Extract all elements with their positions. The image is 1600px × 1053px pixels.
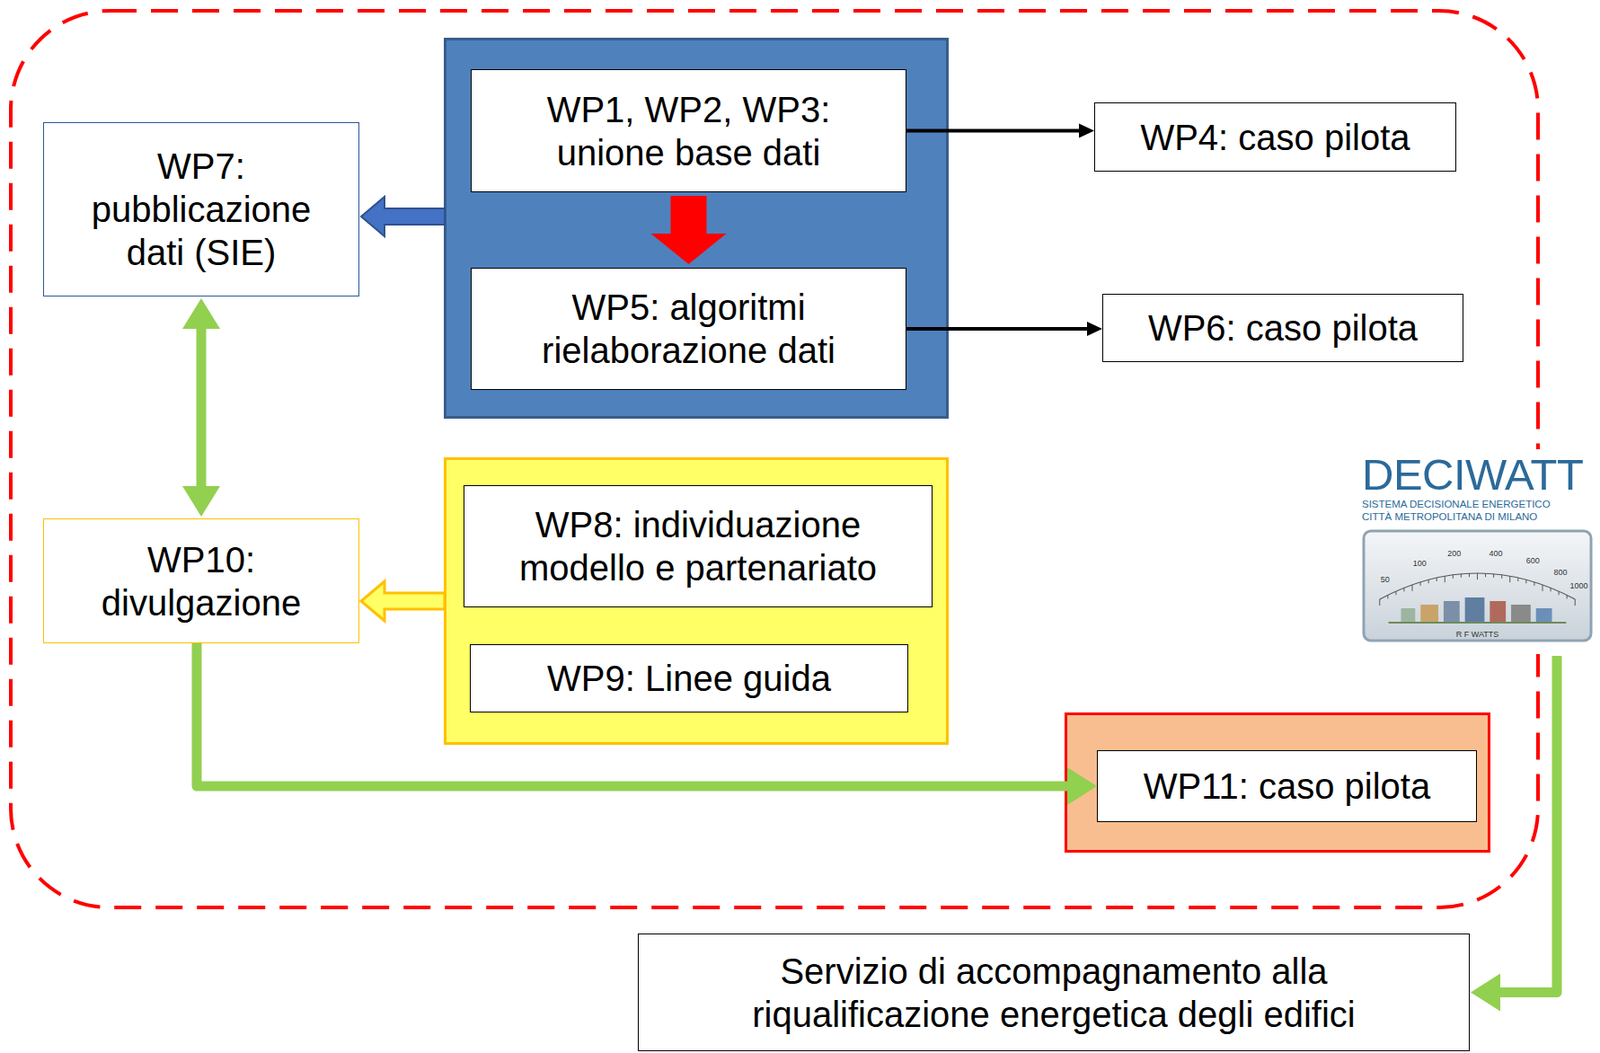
box-label: WP9: Linee guida — [547, 656, 831, 700]
process-box: WP1, WP2, WP3: unione base dati — [470, 69, 907, 193]
process-box: WP9: Linee guida — [469, 644, 909, 713]
meter-brand: R F WATTS — [1456, 629, 1500, 638]
process-box: WP5: algoritmi rielaborazione dati — [470, 267, 907, 390]
meter-scale-number: 400 — [1489, 549, 1503, 558]
box-label: WP11: caso pilota — [1143, 764, 1431, 808]
flow-arrow — [182, 298, 221, 517]
box-label: Servizio di accompagnamento alla riquali… — [692, 949, 1415, 1036]
project-boundary — [10, 10, 1539, 908]
flow-arrow — [361, 196, 445, 237]
process-box: WP7: pubblicazione dati (SIE) — [43, 122, 360, 297]
process-box: WP10: divulgazione — [43, 518, 360, 644]
process-box: WP4: caso pilota — [1094, 102, 1457, 172]
block-arrow — [361, 581, 445, 621]
arrow-head — [1470, 973, 1501, 1012]
meter-scale-number: 50 — [1380, 575, 1390, 584]
arrow-head — [1087, 321, 1103, 336]
arrow-head — [182, 486, 221, 517]
meter-scale-number: 100 — [1413, 558, 1427, 567]
logo-subtitle: CITTÀ METROPOLITANA DI MILANO — [1361, 510, 1593, 523]
meter-scale-number: 200 — [1447, 549, 1461, 558]
group-band: WP8: individuazione modello e partenaria… — [443, 457, 949, 745]
process-box: WP6: caso pilota — [1102, 293, 1464, 363]
process-box: WP8: individuazione modello e partenaria… — [463, 485, 933, 608]
connector-line — [1496, 655, 1557, 993]
box-label: WP1, WP2, WP3: unione base dati — [507, 88, 870, 175]
arrow-head — [182, 298, 221, 329]
box-label: WP6: caso pilota — [1148, 306, 1418, 350]
box-label: WP4: caso pilota — [1140, 115, 1410, 160]
meter-scale-number: 1000 — [1570, 581, 1589, 590]
meter-scale-number: 600 — [1526, 556, 1540, 565]
group-band: WP11: caso pilota — [1064, 712, 1491, 853]
meter-scale-number: 800 — [1554, 567, 1568, 576]
block-arrow — [361, 196, 445, 237]
connector-line — [196, 325, 207, 490]
box-label: WP10: divulgazione — [65, 538, 337, 625]
flow-arrow — [361, 581, 445, 621]
group-band: WP1, WP2, WP3: unione base datiWP5: algo… — [443, 37, 949, 419]
logo-subtitle: SISTEMA DECISIONALE ENERGETICO — [1361, 497, 1593, 511]
box-label: WP8: individuazione modello e partenaria… — [482, 503, 914, 590]
arrow-head — [1078, 123, 1095, 139]
meter-illustration — [1361, 529, 1593, 643]
logo-box: DECIWATTSISTEMA DECISIONALE ENERGETICOCI… — [1358, 449, 1597, 655]
logo-title: DECIWATT — [1361, 452, 1593, 498]
process-box: WP11: caso pilota — [1096, 750, 1477, 823]
box-label: WP7: pubblicazione dati (SIE) — [65, 144, 337, 275]
process-box: Servizio di accompagnamento alla riquali… — [637, 933, 1470, 1052]
box-label: WP5: algoritmi rielaborazione dati — [507, 285, 870, 372]
